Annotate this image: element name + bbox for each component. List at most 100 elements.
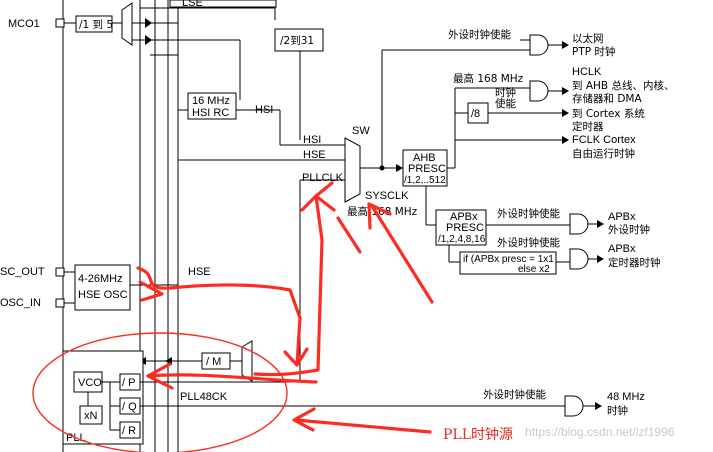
hclk-line2: 到 AHB 总线、内核、: [572, 79, 674, 92]
ahb-max-label: 最高 168 MHz: [453, 72, 524, 85]
fclk-line2: 自由运行时钟: [572, 147, 635, 160]
arrow-icon: [597, 220, 604, 228]
mco1-mux: [121, 2, 133, 46]
hclk-enable-line1: 时钟: [495, 86, 516, 99]
and-gate: [569, 213, 589, 235]
red-pllp-path: [146, 373, 318, 384]
sw-label: SW: [352, 125, 370, 137]
pll-source-annotation: PLL时钟源: [443, 426, 513, 443]
apb-timer-mult-box: [459, 251, 557, 275]
arrow-icon: [562, 109, 569, 117]
div-m-label: / M: [206, 356, 221, 368]
ahb-line1: AHB: [413, 152, 436, 164]
arrow-icon: [562, 87, 569, 95]
sw-mux: [344, 137, 361, 203]
and-gate: [569, 248, 589, 270]
arrow-icon: [597, 255, 604, 263]
hsi-rc: 16 MHz HSI RC HSI: [187, 92, 273, 120]
ahb-outputs: HCLK 到 AHB 总线、内核、 存储器和 DMA 到 Cortex 系统 定…: [572, 66, 674, 160]
cortex-line1: 到 Cortex 系统: [572, 107, 645, 120]
eth-line2: PTP 时钟: [572, 45, 615, 58]
red-hse-path: [136, 266, 302, 367]
hse-osc-line1: 4-26MHz: [78, 273, 123, 285]
pll48ck-label: PLL48CK: [180, 391, 228, 403]
pll-r-label: / R: [122, 425, 136, 437]
osc-in-pin: [55, 298, 65, 308]
hse-oscillator: SC_OUT OSC_IN 4-26MHz HSE OSC HSE: [0, 264, 211, 311]
pll-source-mux: [241, 340, 253, 382]
arrow-icon: [145, 35, 152, 45]
hclk-line3: 存储器和 DMA: [572, 92, 642, 105]
arrow-icon: [396, 164, 403, 172]
red-arrow-icon: [292, 407, 316, 432]
lse-label: LSE: [182, 0, 203, 9]
sc-out-pin-label: SC_OUT: [0, 266, 45, 278]
apb-timer-mult-line2: else x2: [518, 264, 550, 275]
hclk-line1: HCLK: [572, 66, 602, 78]
apb-timer-line1: APBx: [608, 243, 636, 255]
cortex-line2: 定时器: [572, 120, 604, 133]
xn-box: [79, 405, 103, 425]
osc-in-pin-label: OSC_IN: [0, 297, 41, 309]
mco-divider-label: /1 到 5: [79, 19, 113, 31]
apb-line3: /1,2,4,8,16: [438, 234, 486, 245]
pll-q-label: / Q: [122, 401, 137, 413]
arrow-icon: [595, 402, 602, 410]
hse-mux-label: HSE: [303, 149, 326, 161]
and-gate: [564, 395, 584, 417]
xn-label: xN: [84, 410, 98, 422]
red-pll-path: [253, 181, 334, 377]
red-sysclk-arrow: [370, 204, 434, 304]
lse-partial-box: [169, 0, 277, 8]
apb-timer-enable: 外设时钟使能: [497, 236, 560, 249]
usb-line2: 时钟: [607, 404, 628, 417]
and-gate: [529, 80, 549, 102]
apb-presc-box: [435, 209, 487, 246]
red-arrow-icon: [283, 347, 309, 367]
hse-osc-box: [74, 264, 131, 311]
pll-r-box: [119, 421, 141, 439]
red-pll-source-arrow: [294, 418, 432, 434]
sc-out-pin: [55, 267, 65, 277]
apb-periph-line1: APBx: [608, 211, 636, 223]
apb-periph-line2: 外设时钟: [608, 223, 650, 236]
red-arrow-icon: [367, 202, 392, 230]
hse-osc-line2: HSE OSC: [78, 289, 128, 301]
usb-48mhz-output: 外设时钟使能 48 MHz 时钟: [483, 388, 645, 417]
ahb-presc-box: [402, 149, 448, 187]
hsi-mux-label: HSI: [303, 134, 321, 146]
red-arrow-icon: [300, 194, 336, 212]
pll-block: VCO xN / P / Q / R PLL PLL48CK: [62, 180, 565, 445]
watermark: https://blog.csdn.net/lzf1996: [525, 425, 675, 439]
hsi-rc-line2: HSI RC: [192, 107, 229, 119]
arrow-icon: [145, 18, 152, 28]
div2-31-label: /2到31: [280, 35, 314, 47]
apb-line2: PRESC: [446, 222, 484, 234]
vco-label: VCO: [78, 377, 102, 389]
mco-divider-box: [75, 15, 113, 33]
mco1-pin: [55, 18, 65, 28]
red-stroke: [336, 216, 362, 254]
pllclk-label: PLLCLK: [302, 172, 344, 184]
div2-31-box: [274, 28, 324, 52]
eth-line1: 以太网: [572, 32, 604, 45]
mco1-output: MCO1 /1 到 5 LSE: [8, 0, 277, 46]
red-arrow-icon: [146, 362, 174, 390]
usb-line1: 48 MHz: [607, 391, 645, 403]
arrow-icon: [562, 136, 569, 144]
arrow-icon: [562, 41, 569, 49]
red-annotations: PLL时钟源: [32, 181, 513, 452]
pll-p-label: / P: [122, 377, 135, 389]
apb-periph-enable: 外设时钟使能: [497, 207, 560, 220]
red-arrow-icon: [138, 280, 164, 302]
usb-enable-label: 外设时钟使能: [483, 388, 546, 401]
hclk-enable-line2: 使能: [495, 97, 516, 110]
apb-prescaler: APBx PRESC /1,2,4,8,16 外设时钟使能 APBx 外设时钟 …: [435, 207, 661, 275]
eth-enable-label: 外设时钟使能: [448, 28, 511, 41]
apb-timer-mult-line1: if (APBx presc = 1x1: [463, 254, 554, 265]
red-pll-circle: [32, 332, 288, 452]
sysclk-label: SYSCLK: [365, 190, 409, 202]
hsi-rc-box: [187, 92, 237, 120]
ahb-line3: /1,2,..512: [404, 175, 446, 186]
